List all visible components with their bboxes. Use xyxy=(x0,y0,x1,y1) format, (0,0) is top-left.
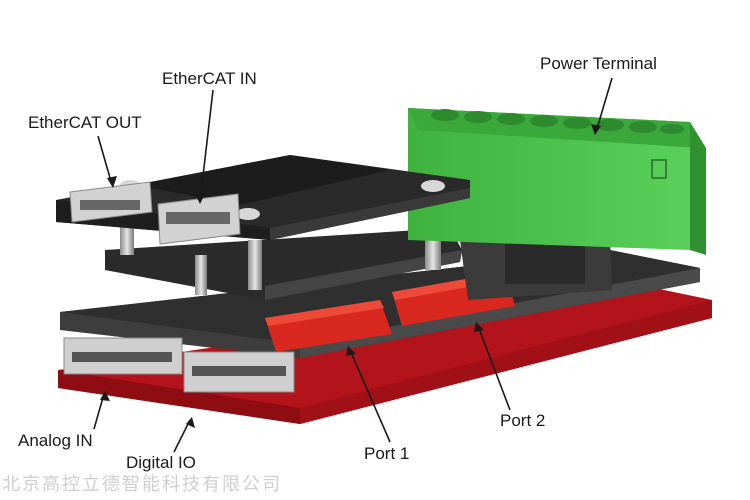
company-watermark: 北京高控立德智能科技有限公司 xyxy=(2,474,282,495)
power-module xyxy=(460,236,612,300)
digital-io-label: Digital IO xyxy=(126,453,196,472)
callout-lines xyxy=(93,77,613,453)
power-terminal-label: Power Terminal xyxy=(540,54,657,73)
port-1-header xyxy=(265,300,392,352)
ethercat-out-label: EtherCAT OUT xyxy=(28,113,142,132)
callout-arrowheads xyxy=(100,124,601,428)
analog-in-label: Analog IN xyxy=(18,431,93,450)
power-terminal-block xyxy=(408,108,706,255)
middle-board xyxy=(105,228,462,300)
port-1-label: Port 1 xyxy=(364,444,410,463)
ethercat-in-label: EtherCAT IN xyxy=(162,69,257,88)
ethercat-out-connector xyxy=(69,181,153,223)
digital-io-connector xyxy=(183,351,295,393)
port-2-label: Port 2 xyxy=(500,411,546,430)
ethercat-in-connector xyxy=(157,193,241,245)
analog-in-connector xyxy=(63,337,183,375)
